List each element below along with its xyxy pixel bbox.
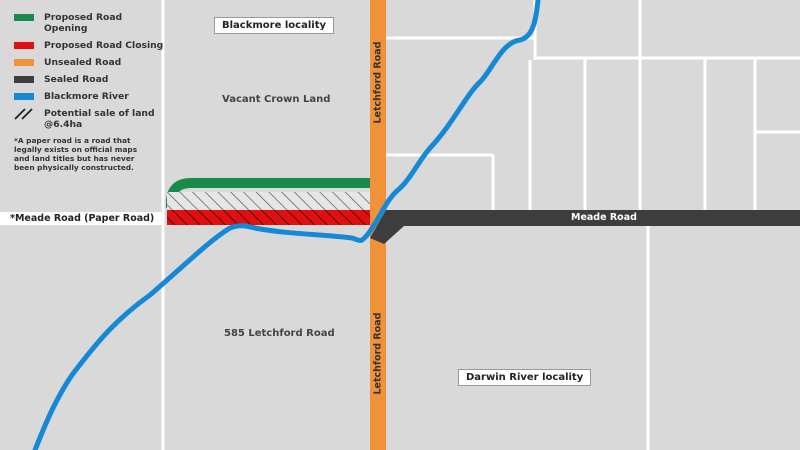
legend-item-river: Blackmore River — [14, 91, 164, 102]
letchford-road-label-south: Letchford Road — [372, 312, 384, 395]
blackmore-locality-label: Blackmore locality — [214, 17, 334, 34]
paper-road-label: *Meade Road (Paper Road) — [0, 212, 163, 225]
legend-item-sealed-road: Sealed Road — [14, 74, 164, 85]
legend-label: Proposed Road Closing — [44, 40, 164, 51]
parcel-boundaries — [161, 0, 800, 450]
letchford-585-label: 585 Letchford Road — [224, 328, 335, 339]
legend-label: Sealed Road — [44, 74, 109, 85]
road-closing-swatch — [14, 42, 34, 49]
paper-road-footnote: *A paper road is a road that legally exi… — [14, 136, 138, 172]
road-opening-swatch — [14, 14, 34, 21]
legend-label: Potential sale of land @6.4ha — [44, 108, 155, 130]
meade-road — [386, 210, 800, 226]
meade-road-junction — [370, 210, 404, 244]
vacant-crown-land-label: Vacant Crown Land — [222, 94, 331, 105]
river-swatch — [14, 93, 34, 100]
legend-label: Unsealed Road — [44, 57, 122, 68]
potential-sale-land — [167, 192, 370, 210]
legend-item-road-closing: Proposed Road Closing — [14, 40, 164, 51]
legend-item-unsealed-road: Unsealed Road — [14, 57, 164, 68]
legend-label: Blackmore River — [44, 91, 129, 102]
proposed-road-closing — [167, 210, 370, 225]
meade-road-label: Meade Road — [571, 212, 637, 223]
hatch-icon — [14, 108, 33, 120]
blackmore-river — [32, 0, 541, 450]
legend-item-land-sale: Potential sale of land @6.4ha — [14, 108, 164, 130]
legend-item-road-opening: Proposed Road Opening — [14, 12, 164, 34]
darwin-river-locality-label: Darwin River locality — [458, 369, 592, 386]
letchford-road-label-north: Letchford Road — [372, 41, 384, 124]
sealed-road-swatch — [14, 76, 34, 83]
map-legend: Proposed Road Opening Proposed Road Clos… — [14, 12, 164, 172]
unsealed-road-swatch — [14, 59, 34, 66]
legend-label: Proposed Road Opening — [44, 12, 123, 34]
